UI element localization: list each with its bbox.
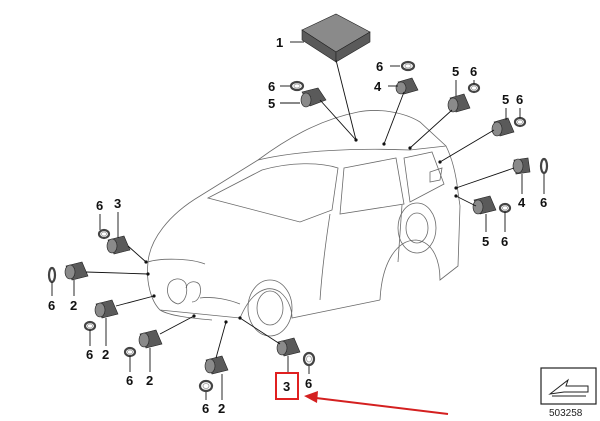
callout-6-front-b: 6 <box>202 401 209 416</box>
sensor-4-right <box>512 157 531 175</box>
callout-6-far-right: 6 <box>540 195 547 210</box>
callout-2-front-b: 2 <box>218 401 225 416</box>
callout-2-left: 2 <box>70 298 77 313</box>
attachment-dots <box>144 138 458 324</box>
diagram-pointer-icon <box>540 367 597 405</box>
callout-5-bottom-right: 5 <box>482 234 489 249</box>
callout-1: 1 <box>276 35 283 50</box>
control-unit <box>301 13 371 63</box>
sensor-5-right <box>491 117 515 137</box>
diagram-id: 503258 <box>549 408 583 419</box>
callout-6-left-low: 6 <box>86 347 93 362</box>
callout-2-left-low: 2 <box>102 347 109 362</box>
highlight-arrow <box>304 391 449 415</box>
sensor-5-top-right <box>447 93 471 113</box>
sensor-2-left <box>64 261 89 281</box>
callout-6-top-right: 6 <box>470 64 477 79</box>
callout-labels: 1 6 5 6 4 5 6 5 6 4 6 5 6 6 3 6 2 6 2 6 … <box>48 35 547 416</box>
sensor-4-top-mid <box>395 77 419 95</box>
ring-top-mid <box>400 60 416 72</box>
ring-bottom-right <box>498 202 512 214</box>
ring-top-right <box>467 82 481 94</box>
sensor-2-left-low <box>94 299 119 319</box>
callout-4-right: 4 <box>518 195 526 210</box>
callout-3-left-top: 3 <box>114 196 121 211</box>
callout-5-right: 5 <box>502 92 509 107</box>
sensors <box>64 77 531 375</box>
highlight-callout-3: 3 <box>275 372 299 400</box>
callout-5-top-left: 5 <box>268 96 275 111</box>
callout-6-left-top: 6 <box>96 198 103 213</box>
ring-front-b <box>198 379 214 393</box>
callout-4-top-mid: 4 <box>374 79 382 94</box>
ring-front-a <box>123 346 137 358</box>
rings <box>47 60 549 393</box>
ring-right <box>513 116 527 128</box>
sensor-2-front-b <box>204 355 229 375</box>
ring-left-top <box>97 228 111 240</box>
callout-6-top-mid: 6 <box>376 59 383 74</box>
ring-top-left <box>289 80 305 92</box>
callout-3-highlight: 3 <box>283 379 290 394</box>
sensor-2-front-a <box>138 329 163 349</box>
vehicle-outline <box>147 110 461 337</box>
highlight-box <box>275 372 299 400</box>
ring-left-low <box>83 320 97 332</box>
sensor-5-bottom-right <box>472 195 497 215</box>
leader-lines <box>51 41 545 400</box>
callout-6-bottom-right: 6 <box>501 234 508 249</box>
callout-6-right: 6 <box>516 92 523 107</box>
callout-6-top-left: 6 <box>268 79 275 94</box>
ring-left <box>47 266 57 284</box>
callout-2-front-a: 2 <box>146 373 153 388</box>
ring-highlight <box>302 351 316 367</box>
sensor-3-left-top <box>106 235 131 255</box>
sensor-5-top-left <box>300 87 327 108</box>
callout-6-front-a: 6 <box>126 373 133 388</box>
callout-5-top-right: 5 <box>452 64 459 79</box>
callout-6-left: 6 <box>48 298 55 313</box>
callout-6-highlight: 6 <box>305 376 312 391</box>
sensor-3-highlight <box>276 337 301 357</box>
ring-far-right <box>539 157 549 175</box>
